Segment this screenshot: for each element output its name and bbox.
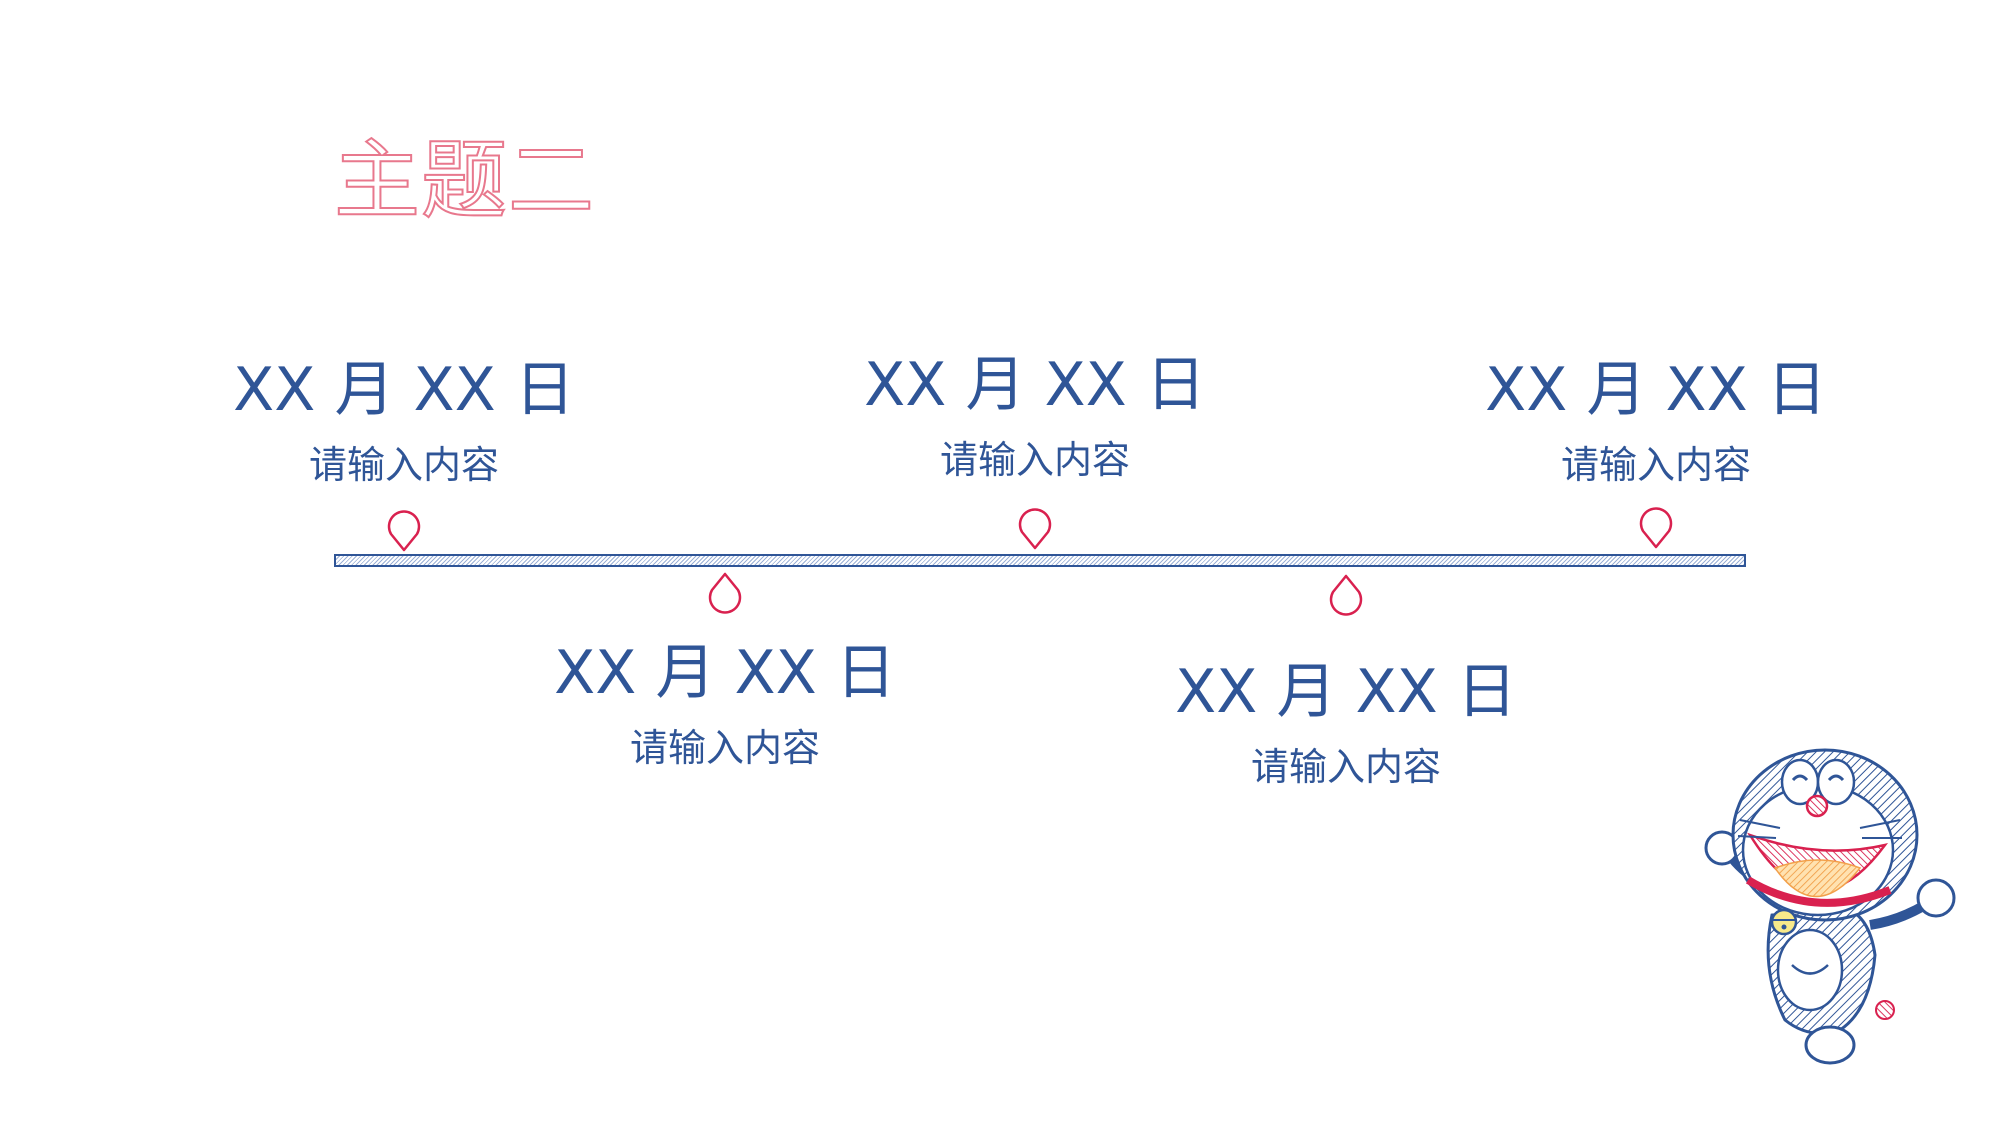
event-date: XX 月 XX 日	[864, 350, 1206, 420]
timeline-bar	[334, 554, 1746, 567]
map-pin-icon	[1639, 507, 1673, 549]
event-description: 请输入内容	[1250, 745, 1441, 789]
event-date: XX 月 XX 日	[1485, 355, 1827, 425]
event-description: 请输入内容	[939, 438, 1130, 482]
event-description: 请输入内容	[1560, 443, 1751, 487]
timeline-event: XX 月 XX 日 请输入内容	[1126, 662, 1566, 786]
event-date: XX 月 XX 日	[1175, 657, 1517, 727]
map-pin-icon	[1329, 574, 1363, 616]
timeline-event: XX 月 XX 日 请输入内容	[815, 355, 1255, 479]
doraemon-illustration	[1704, 748, 1956, 1065]
map-pin-icon	[387, 510, 421, 552]
event-date: XX 月 XX 日	[233, 355, 575, 425]
event-date: XX 月 XX 日	[554, 638, 896, 708]
map-pin-icon	[708, 572, 742, 614]
event-description: 请输入内容	[629, 726, 820, 770]
timeline-event: XX 月 XX 日 请输入内容	[184, 360, 624, 484]
timeline-event: XX 月 XX 日 请输入内容	[1436, 360, 1876, 484]
slide-title: 主题二	[333, 131, 595, 231]
timeline-event: XX 月 XX 日 请输入内容	[505, 643, 945, 767]
event-description: 请输入内容	[308, 443, 499, 487]
map-pin-icon	[1018, 508, 1052, 550]
